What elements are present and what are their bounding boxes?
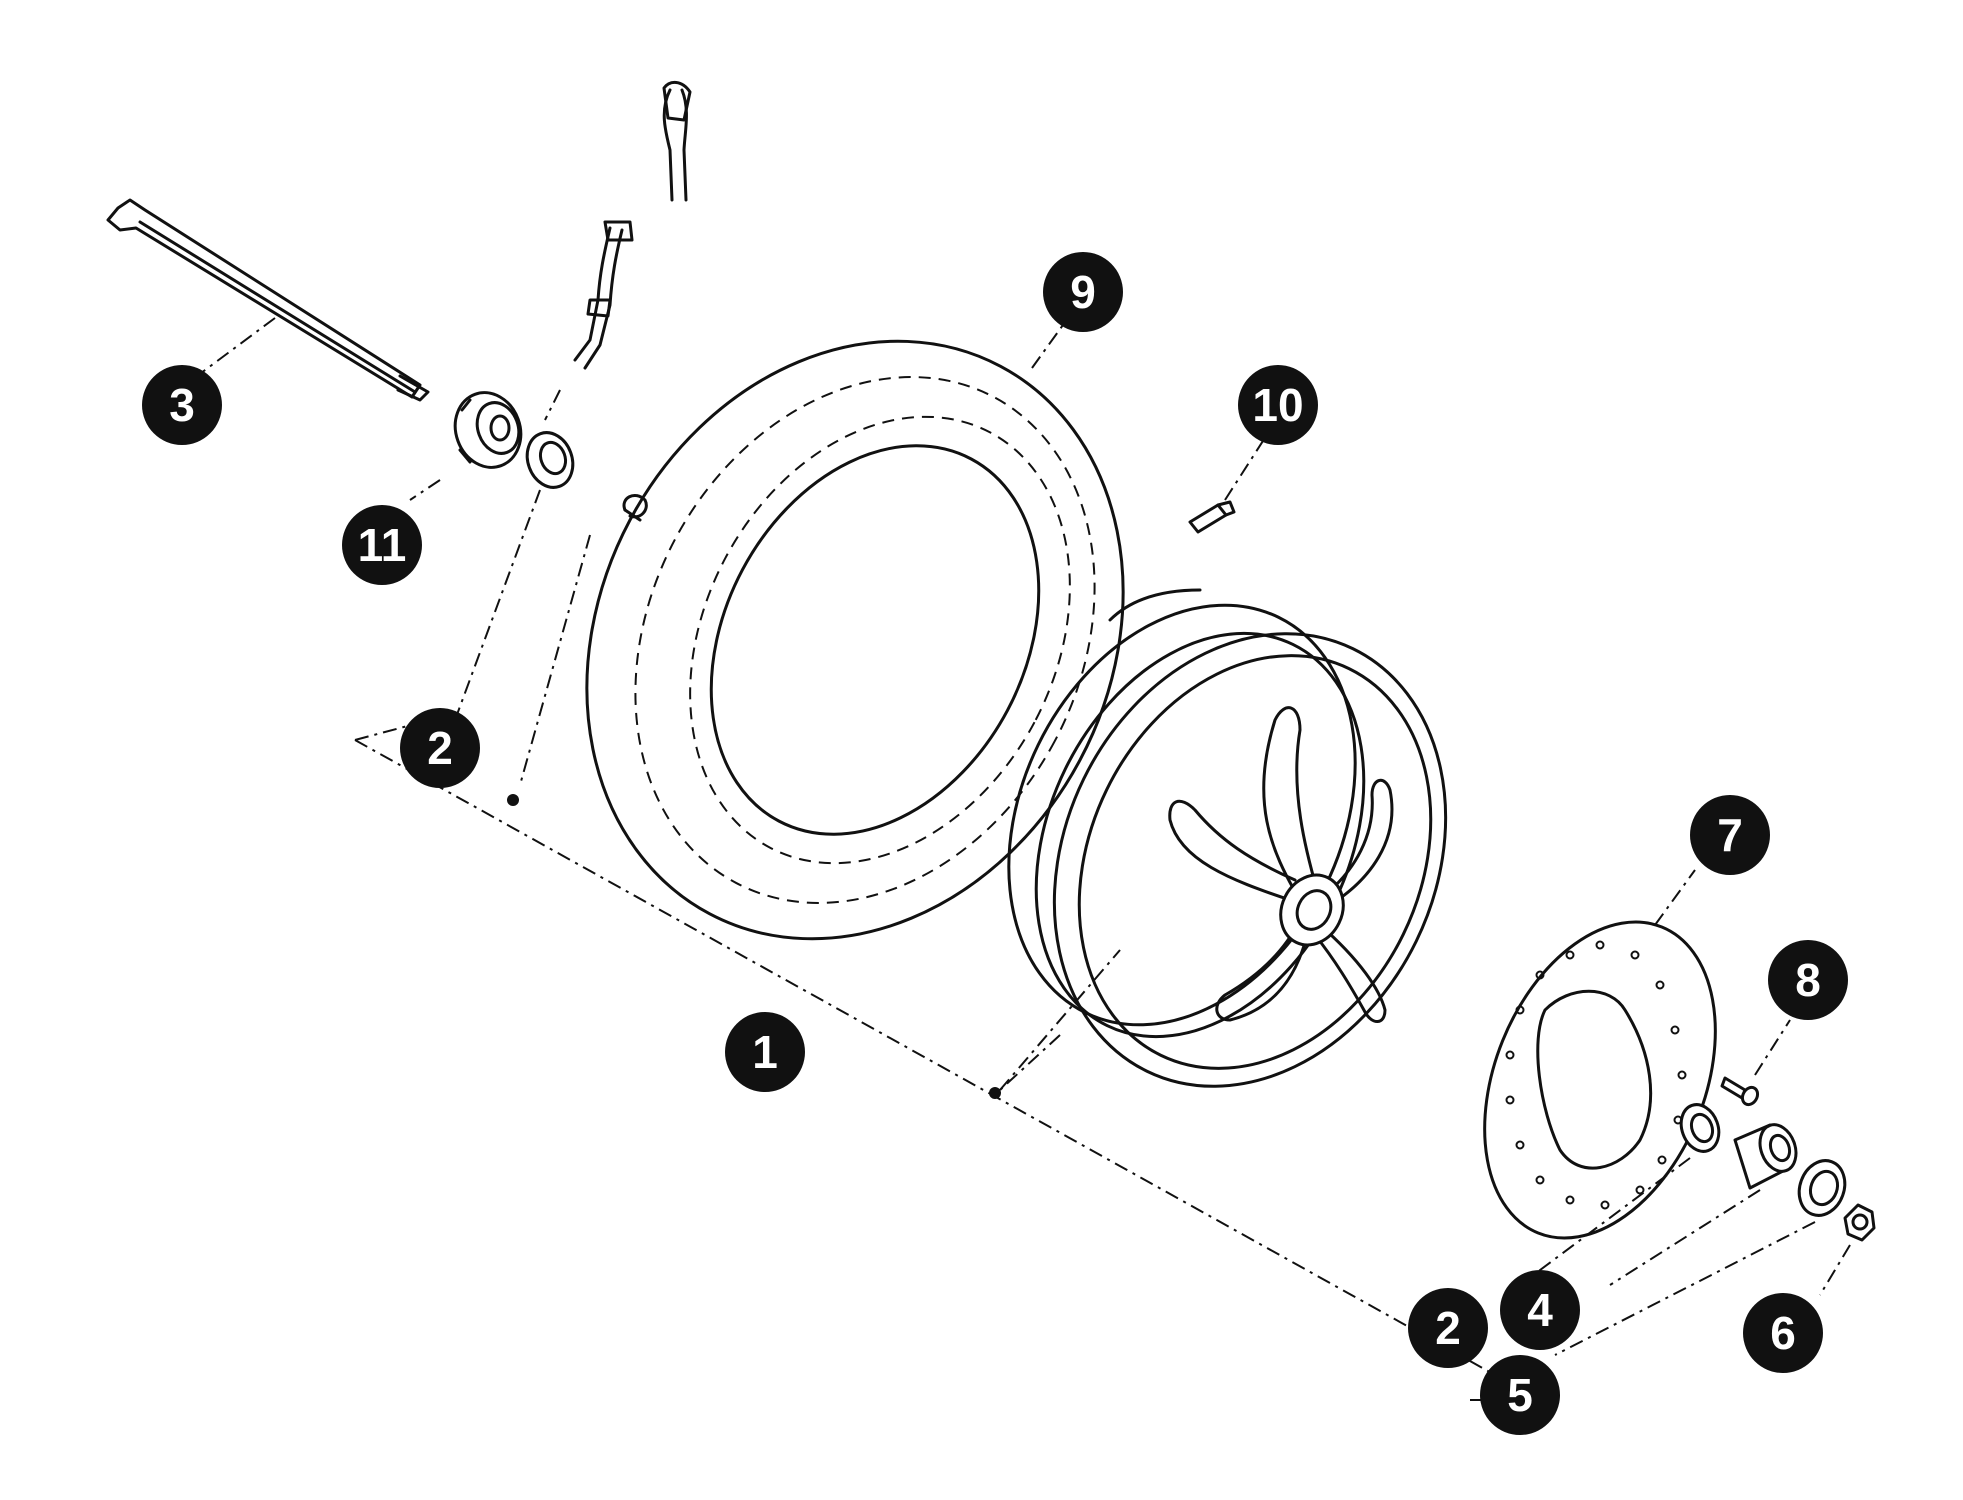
callout-5: 5 bbox=[1480, 1355, 1560, 1435]
tyre-part bbox=[585, 317, 1125, 941]
callout-10: 10 bbox=[1238, 365, 1318, 445]
callout-3: 3 bbox=[142, 365, 222, 445]
svg-text:4: 4 bbox=[1527, 1284, 1553, 1336]
svg-text:2: 2 bbox=[427, 722, 453, 774]
svg-text:11: 11 bbox=[358, 519, 407, 571]
callout-8: 8 bbox=[1768, 940, 1848, 1020]
bearing-right-part bbox=[1519, 1103, 1721, 1286]
bearing-left-part bbox=[454, 431, 575, 721]
callout-1: 1 bbox=[725, 1012, 805, 1092]
svg-text:9: 9 bbox=[1070, 266, 1096, 318]
svg-text:1: 1 bbox=[752, 1026, 778, 1078]
callout-9: 9 bbox=[1043, 252, 1123, 332]
speedometer-drive-part bbox=[409, 391, 523, 501]
callout-11: 11 bbox=[342, 505, 422, 585]
svg-text:7: 7 bbox=[1717, 809, 1743, 861]
svg-text:6: 6 bbox=[1770, 1307, 1796, 1359]
svg-text:10: 10 bbox=[1252, 379, 1303, 431]
callout-4: 4 bbox=[1500, 1270, 1580, 1350]
axle-part bbox=[106, 198, 430, 402]
washer-part bbox=[1554, 1159, 1847, 1356]
callout-7: 7 bbox=[1690, 795, 1770, 875]
speedometer-cable-part bbox=[544, 81, 692, 421]
axle-nut-part bbox=[1819, 1203, 1876, 1296]
center-axis-lines bbox=[354, 719, 1541, 1401]
wheel-rim-part bbox=[989, 588, 1448, 1099]
disc-bolt-part bbox=[1720, 1019, 1791, 1107]
svg-text:2: 2 bbox=[1435, 1302, 1461, 1354]
axis-dot-right bbox=[989, 1087, 1001, 1099]
disc-holes bbox=[1505, 940, 1687, 1210]
callout-2-right: 2 bbox=[1408, 1288, 1488, 1368]
callout-2-left: 2 bbox=[400, 708, 480, 788]
callout-6: 6 bbox=[1743, 1293, 1823, 1373]
svg-text:3: 3 bbox=[169, 379, 195, 431]
valve-part bbox=[1188, 429, 1271, 534]
spacer-clip-part bbox=[507, 494, 648, 806]
brake-disc-part bbox=[1483, 869, 1717, 1240]
svg-text:8: 8 bbox=[1795, 954, 1821, 1006]
svg-text:5: 5 bbox=[1507, 1369, 1533, 1421]
spacer-bushing-part bbox=[1609, 1123, 1798, 1286]
axis-dot-left bbox=[507, 794, 519, 806]
